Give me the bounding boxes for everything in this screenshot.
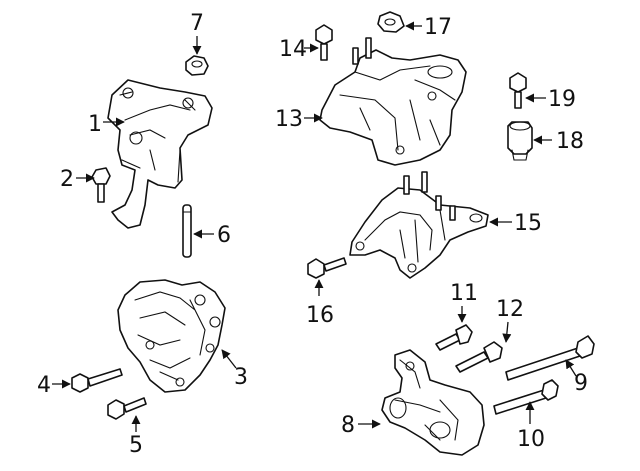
- part-bolt-4: [71, 368, 123, 393]
- callout-labels: 1 2 3 4 5 6 7 8 9 10 11 12 13 14 15 16 1…: [37, 11, 588, 458]
- callout-2: 2: [60, 167, 74, 192]
- callout-18: 18: [556, 129, 584, 154]
- part-bracket-15: [349, 171, 489, 279]
- callout-19: 19: [548, 87, 576, 112]
- part-bolt-16: [307, 257, 347, 279]
- part-mount-bracket-3: [117, 279, 226, 393]
- leader-lines: [52, 21, 577, 432]
- callout-12: 12: [496, 297, 524, 322]
- callout-10: 10: [517, 427, 545, 452]
- callout-13: 13: [275, 107, 303, 132]
- part-bolt-2: [91, 167, 111, 203]
- part-bushing-18: [507, 121, 533, 161]
- part-lower-mount-8: [381, 349, 485, 456]
- callout-6: 6: [217, 223, 231, 248]
- callout-11: 11: [450, 281, 478, 306]
- callout-8: 8: [341, 413, 355, 438]
- leader-12: [502, 321, 512, 343]
- part-stud-11: [435, 324, 473, 351]
- callout-4: 4: [37, 373, 51, 398]
- callout-9: 9: [574, 371, 588, 396]
- part-stud-12: [455, 341, 503, 373]
- callout-14: 14: [279, 37, 307, 62]
- part-engine-mount-upper: [107, 79, 213, 229]
- part-stud-6: [182, 204, 192, 258]
- callout-16: 16: [306, 303, 334, 328]
- part-bolt-5: [107, 397, 147, 420]
- part-nut-7: [185, 55, 209, 76]
- part-bolt-10: [493, 379, 559, 415]
- part-bolt-19: [509, 72, 527, 109]
- callout-3: 3: [234, 365, 248, 390]
- part-bolt-9: [505, 335, 595, 381]
- callout-5: 5: [129, 433, 143, 458]
- part-mount-bracket-13: [319, 37, 467, 166]
- callout-1: 1: [88, 112, 102, 137]
- leader-9: [565, 359, 577, 377]
- part-nut-17: [377, 11, 405, 33]
- leader-3: [221, 349, 237, 369]
- callout-17: 17: [424, 15, 452, 40]
- callout-7: 7: [190, 11, 204, 36]
- part-bolt-14: [315, 24, 333, 61]
- callout-15: 15: [514, 211, 542, 236]
